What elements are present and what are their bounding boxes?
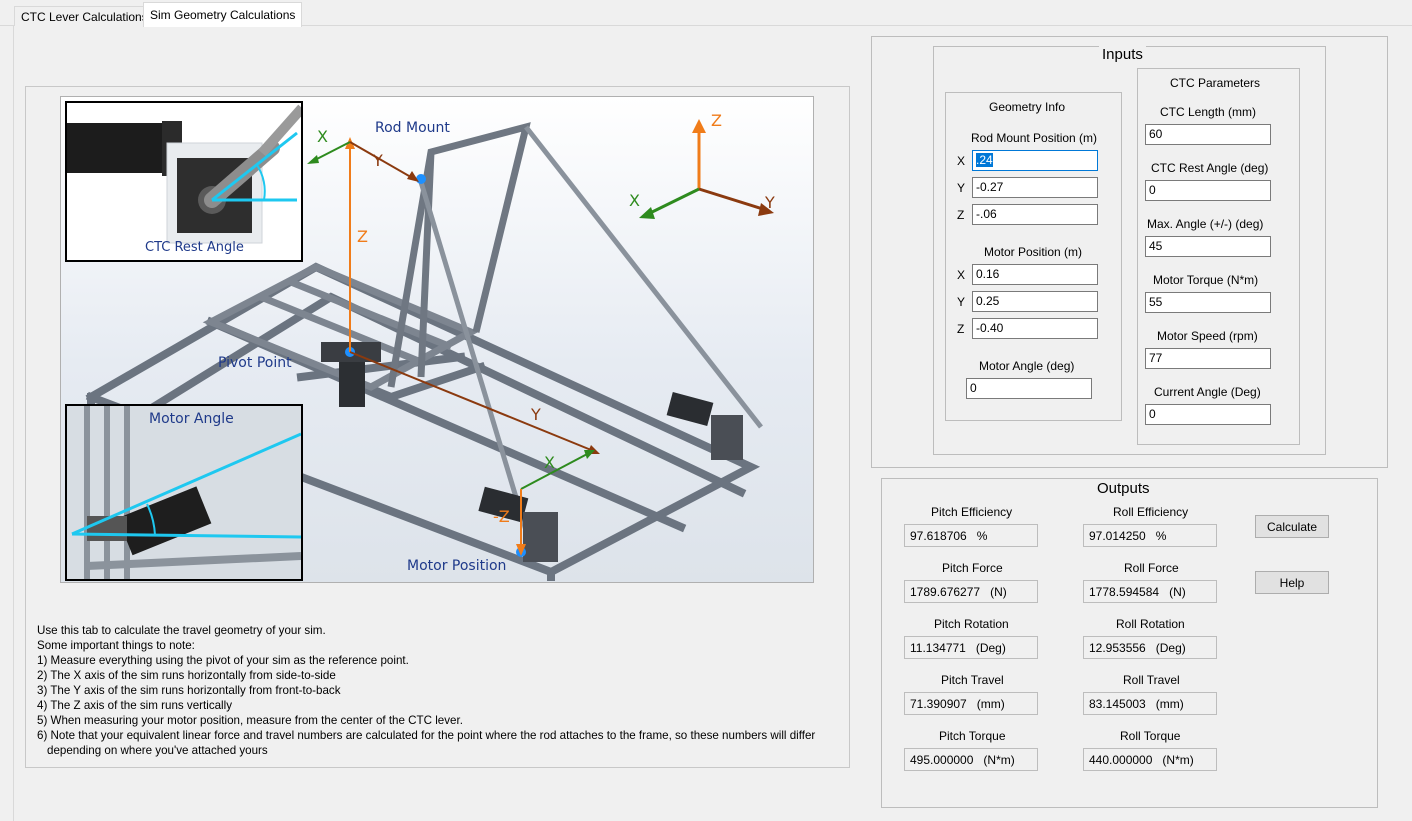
ctc-rest-angle-input-label: CTC Rest Angle (deg) — [1151, 161, 1269, 175]
motor-position-label: Motor Position — [407, 558, 507, 574]
outputs-title: Outputs — [1094, 480, 1153, 497]
note-line: 1) Measure everything using the pivot of… — [37, 654, 409, 667]
max-angle-input[interactable]: 45 — [1145, 236, 1271, 257]
motor-x-axis-label: X — [544, 453, 555, 472]
motor-y-label: Y — [957, 295, 966, 309]
note-line: Use this tab to calculate the travel geo… — [37, 624, 326, 637]
inputs-outer-frame — [871, 36, 1388, 468]
rod-mount-label: Rod Mount — [375, 120, 450, 136]
pitch-torque-label: Pitch Torque — [939, 729, 1006, 743]
pivot-y-axis-label: Y — [531, 405, 541, 424]
pitch-travel-output: 71.390907 (mm) — [904, 692, 1038, 715]
roll-force-output: 1778.594584 (N) — [1083, 580, 1217, 603]
rod-mount-position-label: Rod Mount Position (m) — [971, 131, 1098, 145]
geometry-info-title: Geometry Info — [989, 100, 1066, 114]
sim-frame-drawing — [85, 119, 774, 581]
roll-torque-output: 440.000000 (N*m) — [1083, 748, 1217, 771]
motor-x-label: X — [957, 268, 966, 282]
motor-speed-label: Motor Speed (rpm) — [1157, 329, 1258, 343]
rod-mount-z-label: Z — [957, 208, 965, 222]
world-y-axis-label: Y — [765, 193, 775, 212]
max-angle-label: Max. Angle (+/-) (deg) — [1147, 217, 1264, 231]
roll-rotation-output: 12.953556 (Deg) — [1083, 636, 1217, 659]
rod-mount-x-label: X — [957, 154, 966, 168]
motor-angle-input-label: Motor Angle (deg) — [979, 359, 1075, 373]
ctc-rest-angle-inset: CTC Rest Angle — [65, 101, 303, 262]
ctc-length-input[interactable]: 60 — [1145, 124, 1271, 145]
motor-z-input[interactable]: -0.40 — [972, 318, 1098, 339]
pitch-force-output: 1789.676277 (N) — [904, 580, 1038, 603]
note-line: 2) The X axis of the sim runs horizontal… — [37, 669, 336, 682]
motor-angle-inset: Motor Angle — [65, 404, 303, 581]
tab-content — [13, 26, 1412, 821]
pitch-rotation-output: 11.134771 (Deg) — [904, 636, 1038, 659]
tab-bar: CTC Lever Calculations Sim Geometry Calc… — [0, 0, 1412, 27]
motor-speed-input[interactable]: 77 — [1145, 348, 1271, 369]
ctc-lever-illustration — [67, 104, 301, 244]
rod-mount-z-input[interactable]: -.06 — [972, 204, 1098, 225]
roll-force-label: Roll Force — [1124, 561, 1179, 575]
roll-efficiency-label: Roll Efficiency — [1113, 505, 1189, 519]
rod-mount-y-label: Y — [957, 181, 966, 195]
world-z-axis-label: Z — [711, 111, 722, 130]
note-line: Some important things to note: — [37, 639, 195, 652]
pivot-point-label: Pivot Point — [218, 355, 292, 371]
ctc-length-label: CTC Length (mm) — [1160, 105, 1257, 119]
roll-efficiency-output: 97.014250 % — [1083, 524, 1217, 547]
pitch-travel-label: Pitch Travel — [941, 673, 1004, 687]
calculate-button[interactable]: Calculate — [1255, 515, 1329, 538]
rod-mount-x-input[interactable]: .24 — [972, 150, 1098, 171]
note-line: 5) When measuring your motor position, m… — [37, 714, 463, 727]
pitch-torque-output: 495.000000 (N*m) — [904, 748, 1038, 771]
ctc-rest-angle-input[interactable]: 0 — [1145, 180, 1271, 201]
motor-angle-label: Motor Angle — [149, 411, 234, 427]
ctc-parameters-group — [1137, 68, 1300, 445]
rod-mount-y-input[interactable]: -0.27 — [972, 177, 1098, 198]
current-angle-input[interactable]: 0 — [1145, 404, 1271, 425]
tab-ctc-lever-calculations[interactable]: CTC Lever Calculations — [14, 6, 155, 26]
sim-geometry-diagram: Rod Mount Pivot Point Motor Position X Y… — [60, 96, 814, 583]
pitch-efficiency-output: 97.618706 % — [904, 524, 1038, 547]
geometry-info-group — [945, 92, 1122, 421]
current-angle-label: Current Angle (Deg) — [1154, 385, 1261, 399]
note-line: 6) Note that your equivalent linear forc… — [37, 729, 816, 757]
note-line: 4) The Z axis of the sim runs vertically — [37, 699, 233, 712]
motor-torque-input[interactable]: 55 — [1145, 292, 1271, 313]
motor-z-label: Z — [957, 322, 965, 336]
help-button[interactable]: Help — [1255, 571, 1329, 594]
diagram-panel — [25, 86, 850, 768]
motor-position-title: Motor Position (m) — [984, 245, 1083, 259]
rod-mount-x-value: .24 — [976, 153, 993, 167]
roll-rotation-label: Roll Rotation — [1116, 617, 1185, 631]
pitch-efficiency-label: Pitch Efficiency — [931, 505, 1013, 519]
motor-angle-illustration — [67, 406, 301, 579]
tab-sim-geometry-calculations[interactable]: Sim Geometry Calculations — [143, 2, 303, 27]
motor-torque-label: Motor Torque (N*m) — [1153, 273, 1259, 287]
motor-x-input[interactable]: 0.16 — [972, 264, 1098, 285]
ctc-rest-angle-label: CTC Rest Angle — [145, 240, 244, 255]
roll-travel-output: 83.145003 (mm) — [1083, 692, 1217, 715]
instructions-text: Use this tab to calculate the travel geo… — [37, 623, 847, 758]
pitch-force-label: Pitch Force — [942, 561, 1003, 575]
pitch-rotation-label: Pitch Rotation — [934, 617, 1009, 631]
rod-mount-y-axis-label: Y — [373, 151, 383, 170]
rod-mount-z-axis-label: Z — [357, 227, 368, 246]
motor-neg-z-axis-label: -Z — [493, 507, 510, 526]
ctc-parameters-title: CTC Parameters — [1170, 76, 1261, 90]
note-line: 3) The Y axis of the sim runs horizontal… — [37, 684, 341, 697]
inputs-title: Inputs — [1099, 46, 1146, 63]
motor-angle-input[interactable]: 0 — [966, 378, 1092, 399]
roll-torque-label: Roll Torque — [1120, 729, 1181, 743]
inputs-group: Inputs — [933, 46, 1326, 455]
motor-y-input[interactable]: 0.25 — [972, 291, 1098, 312]
roll-travel-label: Roll Travel — [1123, 673, 1180, 687]
world-x-axis-label: X — [629, 191, 640, 210]
outputs-group: Outputs — [881, 478, 1378, 808]
rod-mount-x-axis-label: X — [317, 127, 328, 146]
